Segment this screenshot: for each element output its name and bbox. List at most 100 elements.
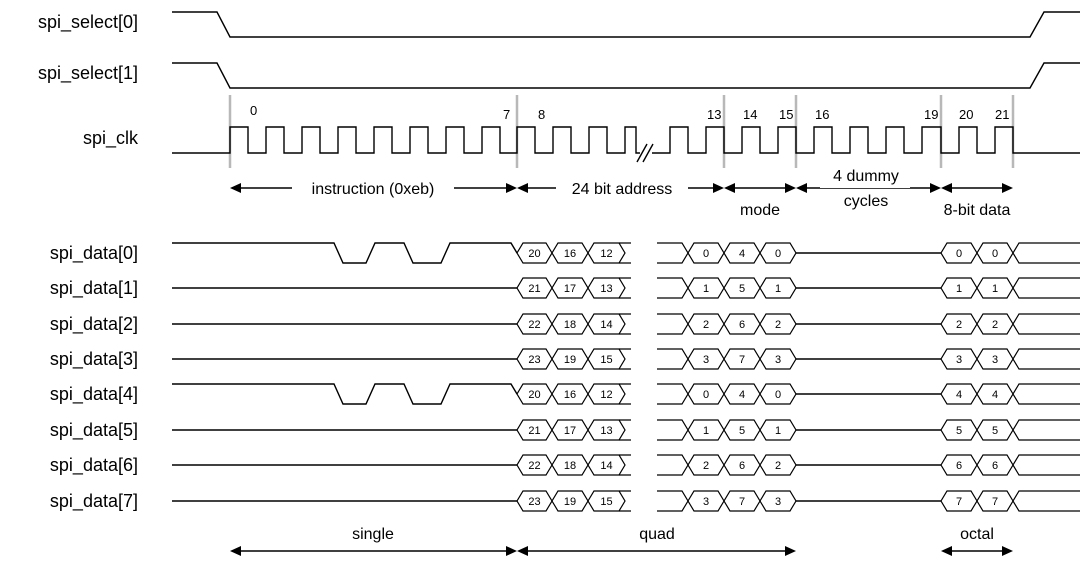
bus-segment <box>759 277 797 299</box>
bus-value: 4 <box>956 389 962 401</box>
phase-instruction-label: instruction (0xeb) <box>312 181 435 198</box>
bus-segment <box>551 454 589 476</box>
spi-clk-waveform-b <box>652 126 1080 154</box>
bus-segment <box>976 490 1014 512</box>
bus-value: 15 <box>600 496 612 508</box>
bus-value: 17 <box>564 283 576 295</box>
phase-address-label: 24 bit address <box>572 181 673 198</box>
label-spi-data-5: spi_data[5] <box>50 420 138 441</box>
bus-segment <box>723 383 761 405</box>
bus-segment <box>759 313 797 335</box>
phase-labels: instruction (0xeb) 24 bit address mode 4… <box>292 168 1010 219</box>
single-mode-trace <box>172 383 518 405</box>
clk-index: 15 <box>779 107 793 122</box>
bus-value: 23 <box>528 496 540 508</box>
bus-segment <box>723 313 761 335</box>
bus-segment <box>976 242 1014 264</box>
bus-value: 13 <box>600 283 612 295</box>
bus-segment <box>687 242 725 264</box>
bus-value: 5 <box>992 425 998 437</box>
bus-value: 2 <box>703 319 709 331</box>
label-spi-data-2: spi_data[2] <box>50 314 138 335</box>
bus-segment <box>516 419 553 441</box>
bus-value: 4 <box>739 389 745 401</box>
bus-value: 12 <box>600 389 612 401</box>
bus-value: 3 <box>775 354 781 366</box>
bus-segment <box>551 277 589 299</box>
clk-index: 0 <box>250 103 257 118</box>
bus-segment <box>723 242 761 264</box>
bus-segment <box>687 490 725 512</box>
bus-segment <box>976 277 1014 299</box>
bus-value: 7 <box>739 496 745 508</box>
bus-segment <box>723 277 761 299</box>
bus-segment <box>759 490 797 512</box>
bus-value: 2 <box>992 319 998 331</box>
bus-value: 4 <box>739 248 745 260</box>
bus-value: 4 <box>992 389 998 401</box>
bus-value: 20 <box>528 248 540 260</box>
bus-segment <box>551 490 589 512</box>
phase-data-label: 8-bit data <box>944 202 1011 219</box>
clk-index: 13 <box>707 107 721 122</box>
spi-select-0-waveform <box>172 11 1080 38</box>
bus-segment <box>687 383 725 405</box>
bus-value: 19 <box>564 496 576 508</box>
bus-value: 0 <box>956 248 962 260</box>
label-spi-select-1: spi_select[1] <box>38 63 138 84</box>
clk-index: 7 <box>503 107 510 122</box>
bus-value: 7 <box>992 496 998 508</box>
bus-value: 19 <box>564 354 576 366</box>
arrow-octal <box>941 546 1013 556</box>
bus-segment <box>940 419 978 441</box>
bus-value: 16 <box>564 248 576 260</box>
bus-value: 2 <box>775 460 781 472</box>
bus-segment <box>687 313 725 335</box>
bus-segment <box>976 454 1014 476</box>
clk-index: 8 <box>538 107 545 122</box>
bus-value: 21 <box>528 425 540 437</box>
bus-segment <box>723 419 761 441</box>
clk-index: 21 <box>995 107 1009 122</box>
signal-labels: spi_select[0] spi_select[1] spi_clk spi_… <box>38 12 139 512</box>
bus-value: 1 <box>992 283 998 295</box>
bus-segment <box>976 383 1014 405</box>
bus-segment <box>516 242 553 264</box>
bus-value: 1 <box>703 425 709 437</box>
bus-value: 0 <box>703 248 709 260</box>
bus-segment <box>516 383 553 405</box>
bus-value: 23 <box>528 354 540 366</box>
bus-segment <box>976 419 1014 441</box>
bus-value: 21 <box>528 283 540 295</box>
phase-dummy-label-1: 4 dummy <box>833 168 899 185</box>
bus-segment <box>759 383 797 405</box>
bus-value: 22 <box>528 460 540 472</box>
spi-clk-waveform-a <box>172 126 640 154</box>
bus-segment <box>687 454 725 476</box>
bus-segment <box>516 348 553 370</box>
spi-select-1-waveform <box>172 62 1080 89</box>
bus-value: 2 <box>703 460 709 472</box>
label-spi-data-3: spi_data[3] <box>50 349 138 370</box>
bus-segment <box>940 383 978 405</box>
cycle-markers <box>228 95 1015 168</box>
bus-value: 0 <box>775 389 781 401</box>
arrow-single <box>230 546 517 556</box>
bus-segment <box>687 348 725 370</box>
label-spi-data-0: spi_data[0] <box>50 243 138 264</box>
bus-segment <box>759 242 797 264</box>
bus-value: 14 <box>600 319 612 331</box>
clk-index: 19 <box>924 107 938 122</box>
bus-value: 1 <box>775 283 781 295</box>
phase-dummy-label-2: cycles <box>844 193 888 210</box>
label-spi-select-0: spi_select[0] <box>38 12 138 33</box>
bus-segment <box>976 313 1014 335</box>
bus-segment <box>516 454 553 476</box>
